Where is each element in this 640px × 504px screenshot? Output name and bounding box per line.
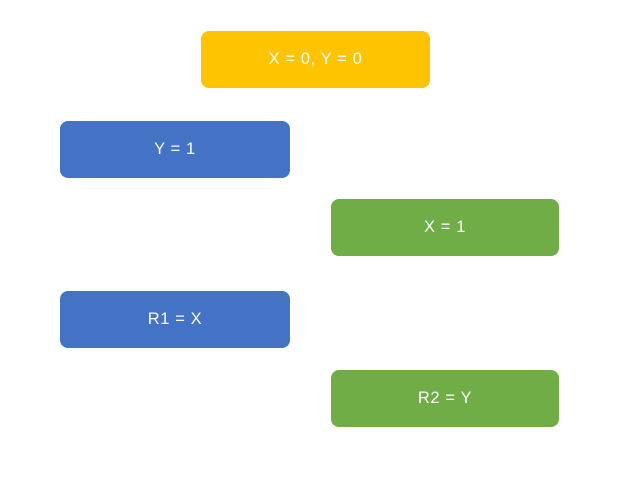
node-read-r1[interactable]: R1 = X [60, 291, 290, 348]
node-set-x-label: X = 1 [424, 218, 466, 237]
node-set-x[interactable]: X = 1 [331, 199, 559, 256]
node-init[interactable]: X = 0, Y = 0 [201, 31, 430, 88]
node-set-y[interactable]: Y = 1 [60, 121, 290, 178]
node-init-label: X = 0, Y = 0 [268, 50, 363, 69]
node-read-r2[interactable]: R2 = Y [331, 370, 559, 427]
node-read-r1-label: R1 = X [147, 310, 203, 329]
node-read-r2-label: R2 = Y [417, 389, 473, 408]
node-set-y-label: Y = 1 [154, 140, 196, 159]
